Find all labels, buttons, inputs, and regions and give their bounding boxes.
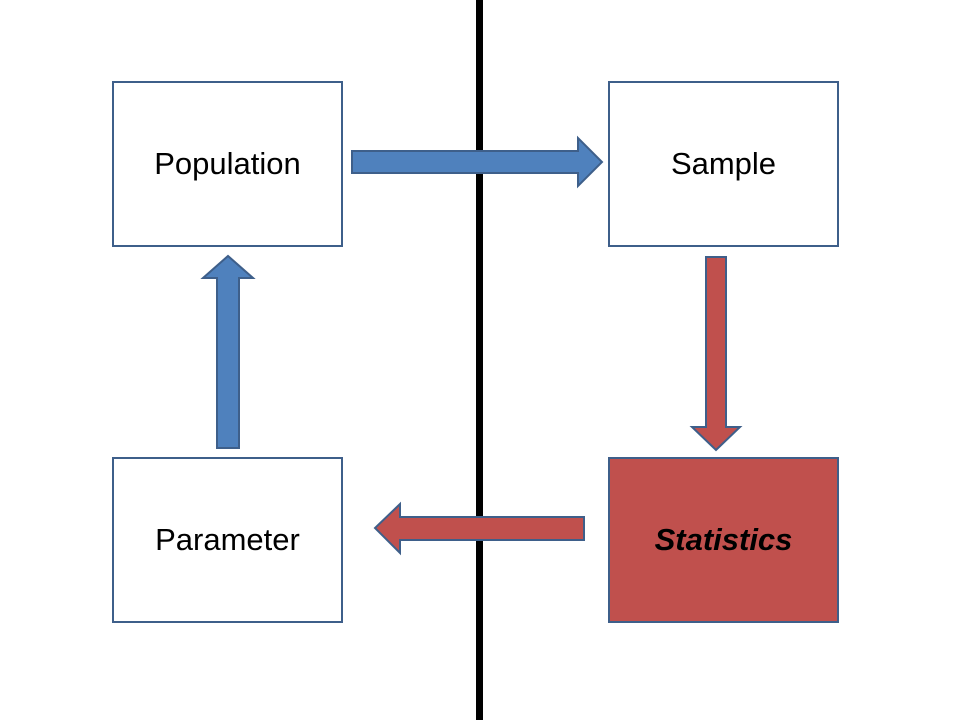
arrow-parameter-to-population: [200, 254, 256, 449]
arrow-statistics-to-parameter: [373, 501, 585, 556]
node-statistics-label: Statistics: [654, 522, 793, 557]
node-statistics: Statistics: [608, 457, 839, 623]
node-population: Population: [112, 81, 343, 247]
arrow-sample-to-statistics: [689, 256, 743, 452]
arrow-population-to-sample: [351, 135, 604, 189]
node-parameter: Parameter: [112, 457, 343, 623]
node-sample: Sample: [608, 81, 839, 247]
node-sample-label: Sample: [670, 146, 777, 181]
vertical-divider-line: [476, 0, 483, 720]
node-population-label: Population: [154, 146, 301, 181]
node-parameter-label: Parameter: [155, 522, 300, 557]
